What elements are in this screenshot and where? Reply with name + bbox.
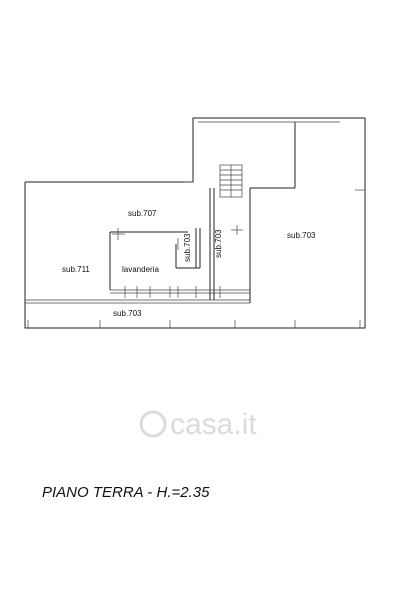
inner-partitions (109, 188, 250, 300)
room-label-sub703-a: sub.703 (183, 233, 192, 262)
room-label-sub703-bottom: sub.703 (113, 309, 142, 318)
plan-caption: PIANO TERRA - H.=2.35 (42, 484, 210, 501)
room-label-sub707: sub.707 (128, 209, 157, 218)
opening-marks (27, 181, 365, 328)
room-label-sub703-right: sub.703 (287, 231, 316, 240)
watermark: casa.it (139, 408, 257, 441)
watermark-text: casa.it (170, 408, 257, 441)
room-label-sub711: sub.711 (62, 265, 90, 274)
outer-walls (24, 117, 366, 329)
staircase (219, 164, 243, 198)
room-label-sub703-b: sub.703 (214, 229, 223, 258)
room-label-lavanderia: lavanderia (122, 265, 159, 274)
watermark-logo-icon (139, 410, 167, 438)
